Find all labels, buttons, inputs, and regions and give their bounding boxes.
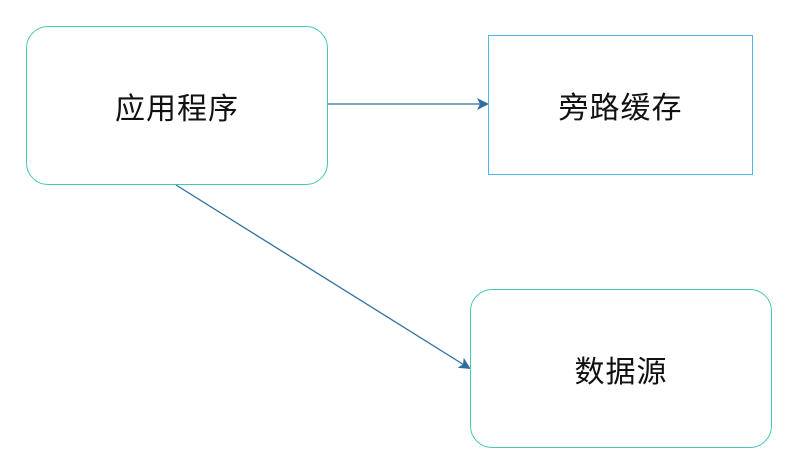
node-bypass-cache[interactable]: 旁路缓存 <box>488 35 753 175</box>
node-data-source[interactable]: 数据源 <box>470 289 772 448</box>
node-data-source-label: 数据源 <box>574 354 668 390</box>
node-application[interactable]: 应用程序 <box>26 26 328 185</box>
node-bypass-cache-label: 旁路缓存 <box>558 91 683 126</box>
arrow-app-to-source <box>175 184 471 370</box>
node-application-label: 应用程序 <box>115 91 239 127</box>
